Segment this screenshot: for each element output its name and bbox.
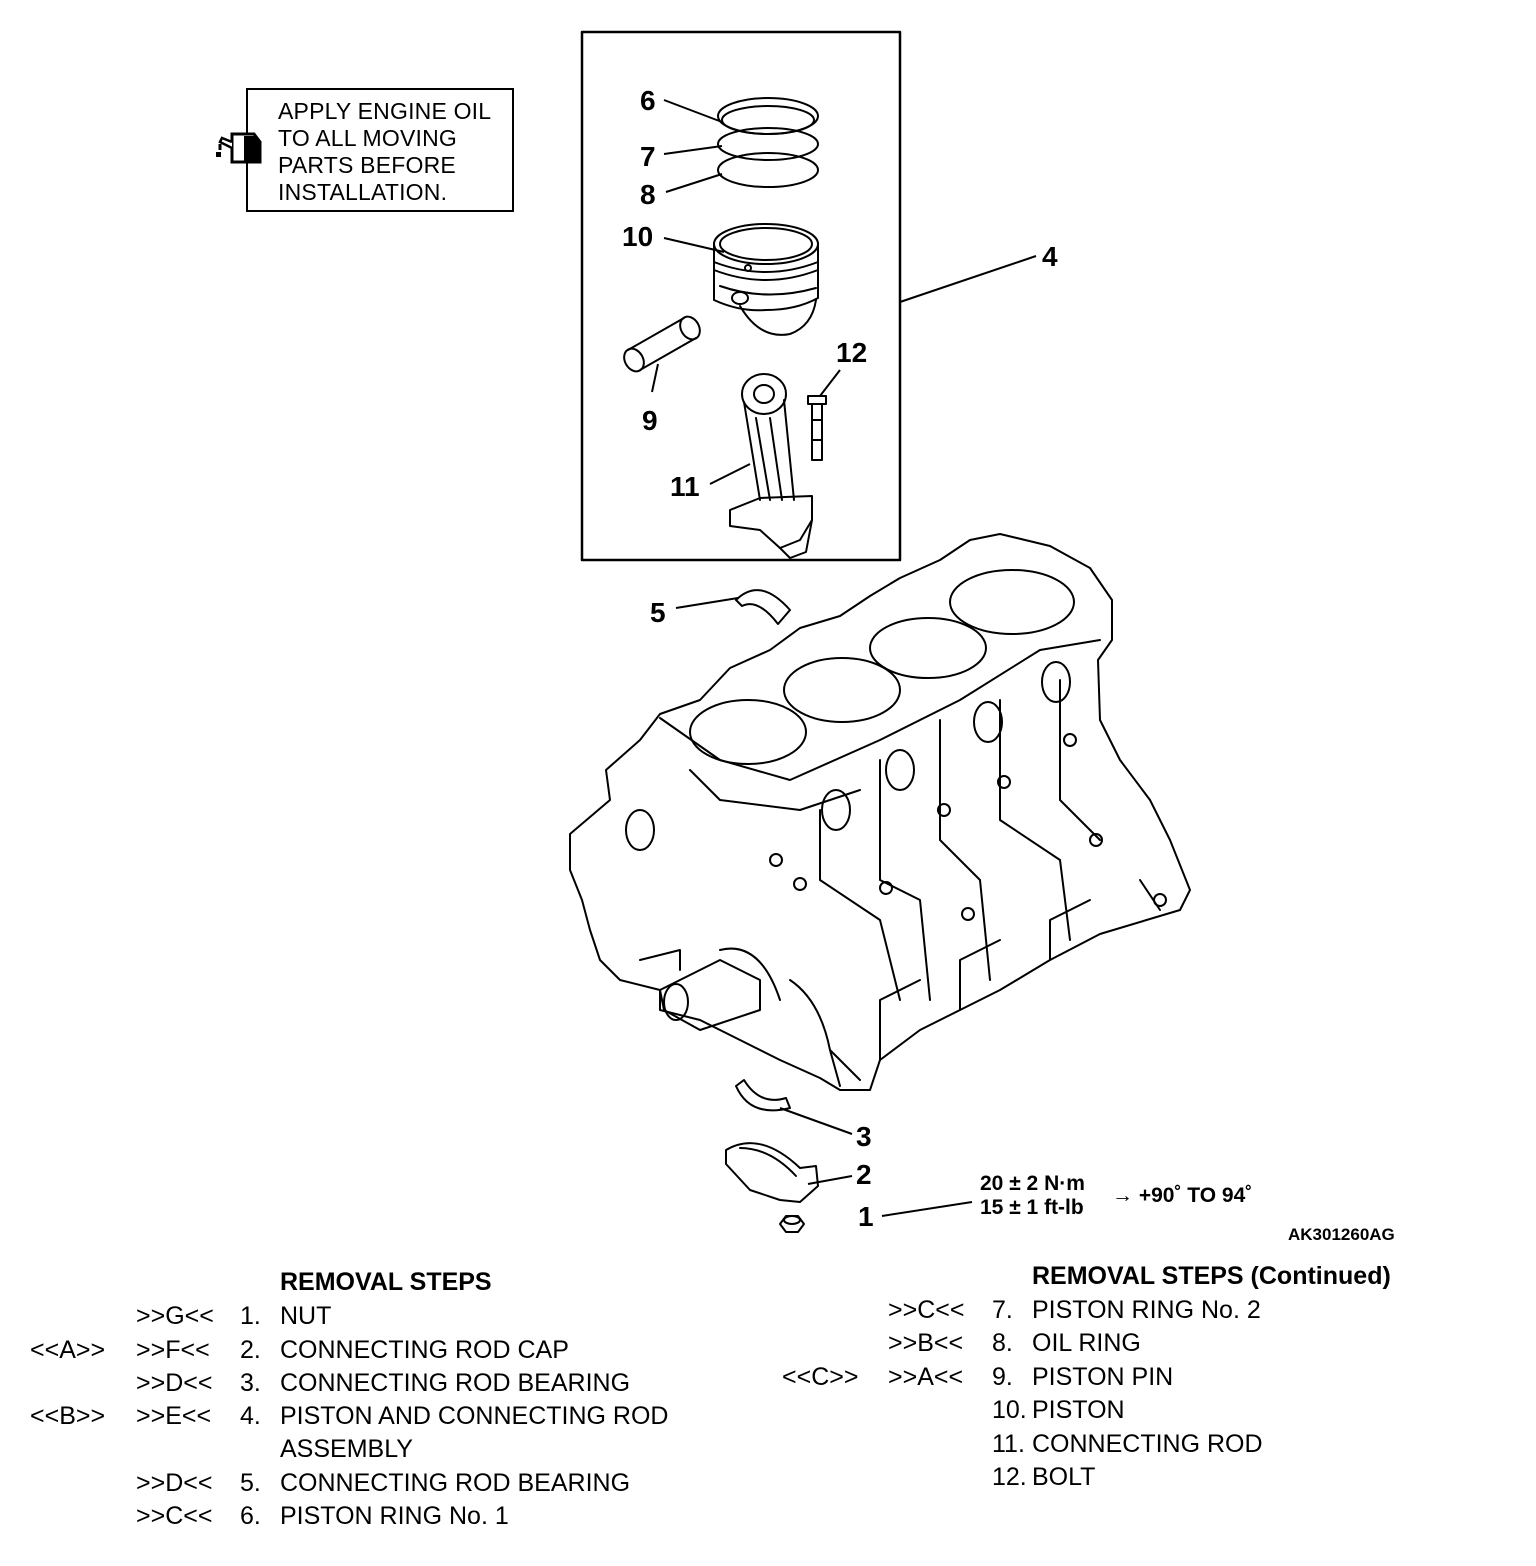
piston bbox=[713, 223, 819, 336]
leader-6 bbox=[663, 99, 723, 123]
step-label: CONNECTING ROD BEARING bbox=[280, 1469, 631, 1497]
step-number: 6. bbox=[240, 1502, 261, 1530]
step-removal-ref: >>F<< bbox=[136, 1336, 210, 1364]
connecting-rod-cap bbox=[725, 1142, 819, 1203]
step-label: OIL RING bbox=[1032, 1329, 1141, 1357]
leader-10 bbox=[663, 237, 725, 253]
leader-3 bbox=[779, 1107, 853, 1135]
step-number: 7. bbox=[992, 1296, 1013, 1324]
step-install-ref: <<C>> bbox=[782, 1363, 859, 1391]
callout-1: 1 bbox=[858, 1201, 874, 1232]
piston-pin bbox=[623, 315, 701, 373]
step-number: 5. bbox=[240, 1469, 261, 1497]
step-label: PISTON AND CONNECTING ROD bbox=[280, 1402, 669, 1430]
leader-1 bbox=[881, 1201, 973, 1217]
step-label: CONNECTING ROD BEARING bbox=[280, 1369, 631, 1397]
step-install-ref: <<A>> bbox=[30, 1336, 106, 1364]
callout-9: 9 bbox=[642, 405, 658, 436]
figure-code: AK301260AG bbox=[1288, 1225, 1395, 1244]
oil-can-icon bbox=[216, 132, 262, 164]
bearing-lower bbox=[735, 1079, 791, 1112]
step-number: 3. bbox=[240, 1369, 261, 1397]
torque-angle: → +90˚ TO 94˚ bbox=[1112, 1184, 1253, 1207]
bearing-upper bbox=[735, 589, 791, 625]
callout-7: 7 bbox=[640, 141, 656, 172]
removal-steps-title: REMOVAL STEPS bbox=[280, 1268, 492, 1296]
step-install-ref: <<B>> bbox=[30, 1402, 106, 1430]
step-removal-ref: >>D<< bbox=[136, 1469, 213, 1497]
callout-8: 8 bbox=[640, 179, 656, 210]
leader-9 bbox=[651, 363, 659, 393]
engine-block bbox=[569, 533, 1191, 1091]
piston-assembly-frame bbox=[580, 30, 902, 562]
leader-5 bbox=[675, 597, 739, 609]
leader-7 bbox=[663, 145, 723, 155]
step-number: 12. bbox=[992, 1463, 1027, 1491]
step-label: PISTON RING No. 1 bbox=[280, 1502, 509, 1530]
leader-2 bbox=[807, 1175, 853, 1185]
leader-8 bbox=[665, 173, 723, 193]
step-label: ASSEMBLY bbox=[280, 1435, 413, 1463]
callout-10: 10 bbox=[622, 221, 653, 252]
connecting-rod bbox=[729, 373, 813, 559]
callout-6: 6 bbox=[640, 85, 656, 116]
torque-metric: 20 ± 2 N·m bbox=[980, 1172, 1085, 1195]
step-number: 8. bbox=[992, 1329, 1013, 1357]
exploded-diagram: 6 7 8 10 4 12 9 11 5 3 2 1 bbox=[569, 30, 1191, 1233]
callout-4: 4 bbox=[1042, 241, 1058, 272]
step-label: PISTON bbox=[1032, 1396, 1125, 1424]
step-removal-ref: >>C<< bbox=[888, 1296, 965, 1324]
step-number: 9. bbox=[992, 1363, 1013, 1391]
callout-2: 2 bbox=[856, 1159, 872, 1190]
step-label: PISTON PIN bbox=[1032, 1363, 1174, 1391]
removal-steps-continued-title: REMOVAL STEPS (Continued) bbox=[1032, 1262, 1391, 1290]
step-number: 10. bbox=[992, 1396, 1027, 1424]
step-number: 11. bbox=[992, 1430, 1025, 1458]
step-removal-ref: >>E<< bbox=[136, 1402, 212, 1430]
callout-11: 11 bbox=[670, 471, 700, 502]
step-number: 4. bbox=[240, 1402, 261, 1430]
step-removal-ref: >>C<< bbox=[136, 1502, 213, 1530]
step-label: CONNECTING ROD CAP bbox=[280, 1336, 569, 1364]
step-label: CONNECTING ROD bbox=[1032, 1430, 1263, 1458]
torque-imperial: 15 ± 1 ft-lb bbox=[980, 1196, 1084, 1219]
piston-ring-no1 bbox=[717, 97, 819, 135]
leader-4 bbox=[899, 255, 1037, 303]
oil-note-box: APPLY ENGINE OIL TO ALL MOVING PARTS BEF… bbox=[246, 88, 514, 212]
leader-11 bbox=[709, 463, 751, 485]
step-removal-ref: >>D<< bbox=[136, 1369, 213, 1397]
step-label: BOLT bbox=[1032, 1463, 1096, 1491]
leader-12 bbox=[819, 369, 841, 397]
torque-spec: 20 ± 2 N·m 15 ± 1 ft-lb bbox=[980, 1172, 1085, 1220]
step-number: 1. bbox=[240, 1302, 261, 1330]
callout-3: 3 bbox=[856, 1121, 872, 1152]
oil-note-text: APPLY ENGINE OIL TO ALL MOVING PARTS BEF… bbox=[278, 98, 492, 205]
callout-12: 12 bbox=[836, 337, 867, 368]
nut bbox=[779, 1215, 805, 1233]
step-removal-ref: >>B<< bbox=[888, 1329, 964, 1357]
step-removal-ref: >>A<< bbox=[888, 1363, 964, 1391]
step-number: 2. bbox=[240, 1336, 261, 1364]
step-label: PISTON RING No. 2 bbox=[1032, 1296, 1261, 1324]
connecting-rod-bolt bbox=[807, 395, 827, 461]
step-label: NUT bbox=[280, 1302, 332, 1330]
callout-5: 5 bbox=[650, 597, 666, 628]
oil-ring bbox=[717, 152, 819, 188]
piston-ring-no2 bbox=[717, 127, 819, 161]
step-removal-ref: >>G<< bbox=[136, 1302, 214, 1330]
